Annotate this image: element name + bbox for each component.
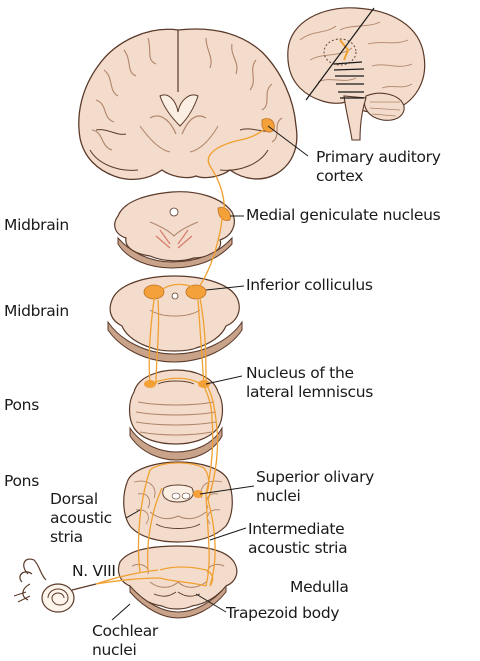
pons-upper-section [128,369,224,461]
inset-brain-lateral [287,7,426,141]
label-medulla: Medulla [290,578,349,596]
medulla-section [117,545,238,619]
label-superior-olivary-nuclei: Superior olivary nuclei [256,468,375,505]
label-intermediate-acoustic-stria: Intermediate acoustic stria [248,520,348,557]
label-cochlear-nuclei: Cochlear nuclei [92,622,158,659]
cochlea [13,558,97,613]
label-midbrain-lower: Midbrain [4,302,69,320]
label-midbrain-upper: Midbrain [4,216,69,234]
leader-lines [111,125,309,621]
label-medial-geniculate-nucleus: Medial geniculate nucleus [246,206,441,224]
midbrain-lower-section [107,275,243,363]
label-primary-auditory-cortex: Primary auditory cortex [316,148,441,185]
label-n-viii: N. VIII [72,562,116,580]
pons-lower-section [123,461,233,543]
auditory-pathway-fibers [95,125,269,587]
coronal-brain-section [78,28,298,181]
midbrain-upper-section [114,191,235,269]
label-dorsal-acoustic-stria: Dorsal acoustic stria [50,490,112,546]
label-inferior-colliculus: Inferior colliculus [246,276,373,294]
label-nucleus-lateral-lemniscus: Nucleus of the lateral lemniscus [246,364,373,401]
label-trapezoid-body: Trapezoid body [226,604,340,622]
label-pons-lower: Pons [4,472,39,490]
label-pons-upper: Pons [4,396,39,414]
